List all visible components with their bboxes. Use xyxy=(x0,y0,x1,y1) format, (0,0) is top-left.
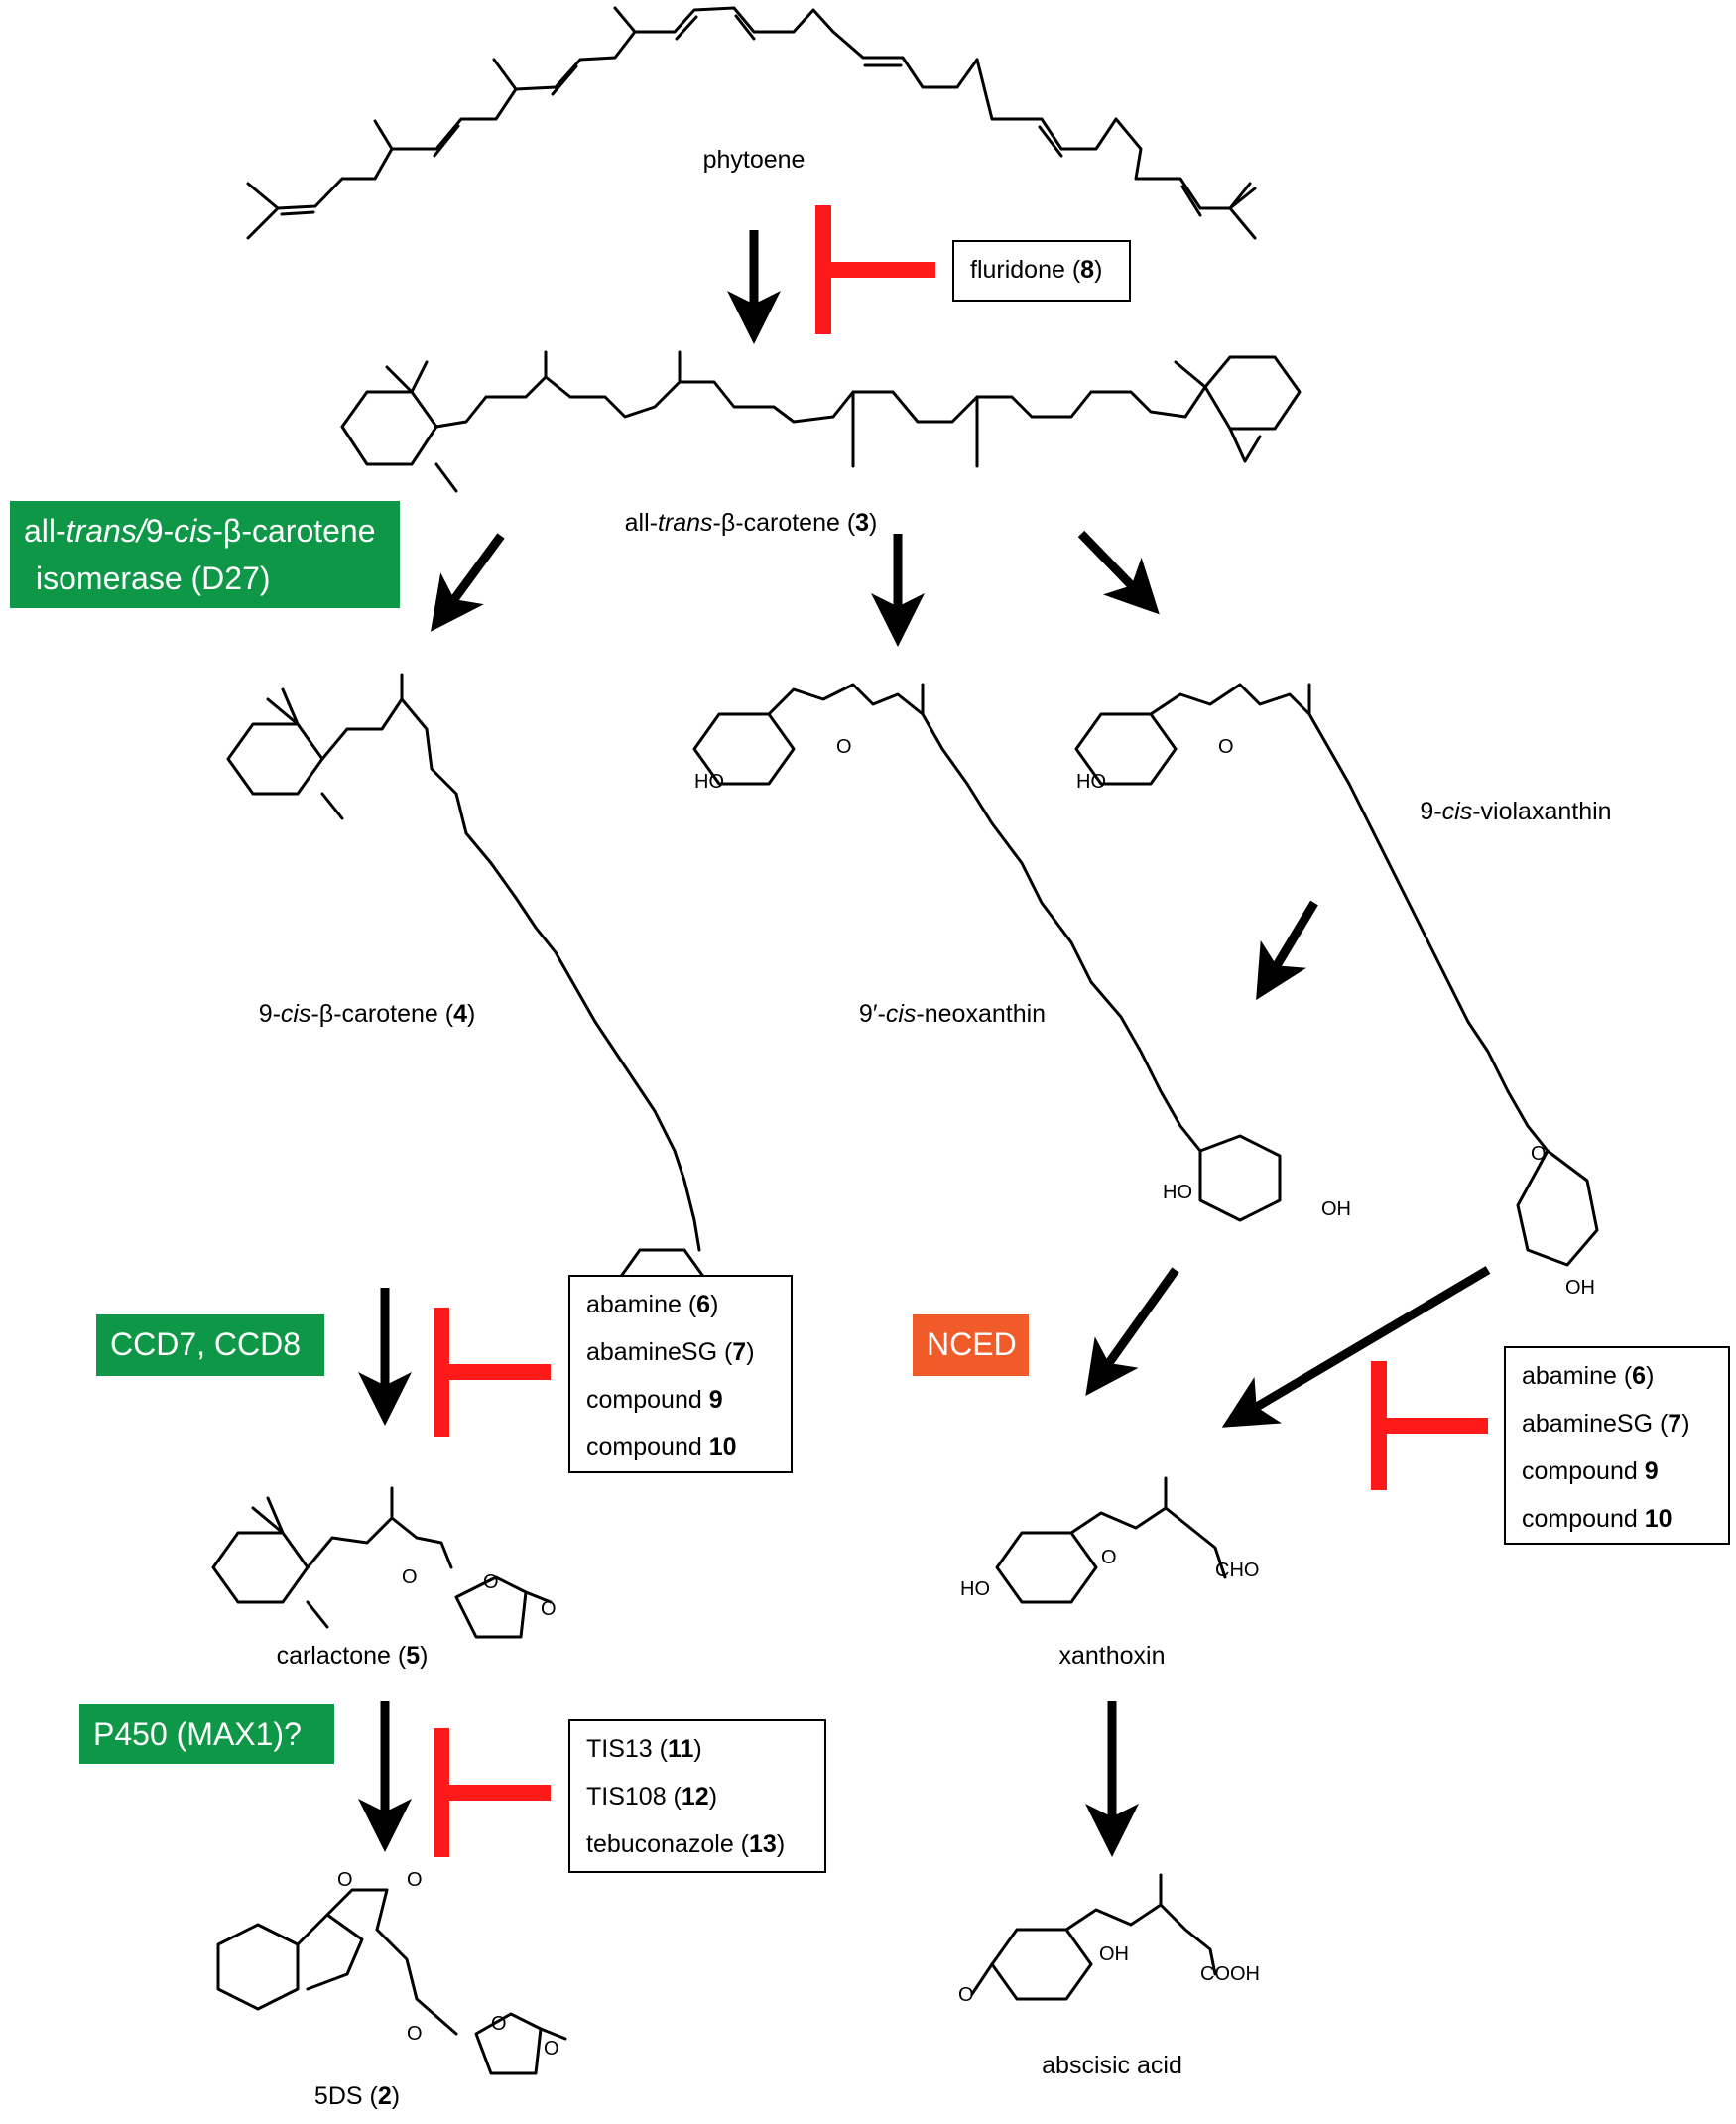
inhibitor-ccd-3: compound 9 xyxy=(586,1386,723,1414)
label-cis-beta-carotene: 9-cis-β-carotene (4) xyxy=(258,1000,476,1028)
atom-o-5ds-1: O xyxy=(337,1869,353,1891)
atom-o-carl-3: O xyxy=(541,1598,557,1620)
atom-cho-xan: CHO xyxy=(1215,1560,1260,1581)
phytoene-structure xyxy=(246,6,1257,240)
atom-o-5ds-5: O xyxy=(544,2038,559,2060)
label-beta-carotene: all-trans-β-carotene (3) xyxy=(624,509,878,537)
label-abscisic-acid: abscisic acid xyxy=(1042,2052,1182,2079)
atom-ho-xan: HO xyxy=(960,1578,990,1600)
enzyme-ccd7-ccd8: CCD7, CCD8 xyxy=(96,1314,324,1376)
inhibitor-p450-3: tebuconazole (13) xyxy=(586,1830,786,1858)
inhibitor-nced-4: compound 10 xyxy=(1522,1505,1673,1533)
inhibitor-box-fluridone: fluridone (8) xyxy=(952,240,1131,302)
cis-beta-carotene-structure xyxy=(226,673,711,1321)
inhibitor-box-nced: abamine (6) abamineSG (7) compound 9 com… xyxy=(1504,1346,1730,1545)
atom-ho-neo-end: HO xyxy=(1163,1182,1192,1203)
abscisic-acid-structure xyxy=(970,1873,1217,2001)
enzyme-nced: NCED xyxy=(913,1314,1029,1376)
label-violaxanthin: 9-cis-violaxanthin xyxy=(1420,798,1612,825)
atom-o-xan: O xyxy=(1101,1547,1117,1568)
atom-o-neo: O xyxy=(836,736,852,758)
label-neoxanthin: 9′-cis-neoxanthin xyxy=(858,1000,1047,1028)
enzyme-isomerase-d27: all-trans/9-cis-β-carotene isomerase (D2… xyxy=(10,501,400,608)
inhibitor-p450-1: TIS13 (11) xyxy=(586,1735,702,1763)
inhibitor-nced-2: abamineSG (7) xyxy=(1522,1410,1690,1437)
atom-o-vio: O xyxy=(1218,736,1234,758)
inhibitor-ccd-4: compound 10 xyxy=(586,1434,737,1461)
inhibitor-nced-3: compound 9 xyxy=(1522,1457,1659,1485)
atom-ho-vio: HO xyxy=(1076,771,1106,793)
arrow-violaxanthin-to-xanthoxin xyxy=(1221,1266,1491,1428)
inhibitor-ccd-1: abamine (6) xyxy=(586,1291,719,1318)
label-carlactone: carlactone (5) xyxy=(276,1642,429,1670)
inhibitor-nced-1: abamine (6) xyxy=(1522,1362,1655,1390)
atom-o-carl-1: O xyxy=(402,1566,418,1588)
arrow-carotene-to-cis xyxy=(431,533,505,632)
fiveds-structure xyxy=(216,1888,567,2075)
atom-o-5ds-2: O xyxy=(407,1869,423,1891)
atom-oh-neo-end: OH xyxy=(1321,1198,1351,1220)
atom-cooh-aba: COOH xyxy=(1200,1963,1260,1985)
inhibitor-box-p450: TIS13 (11) TIS108 (12) tebuconazole (13) xyxy=(568,1719,826,1873)
atom-o-vio-end: O xyxy=(1531,1143,1547,1165)
xanthoxin-structure xyxy=(995,1476,1227,1604)
arrow-neoxanthin-to-xanthoxin xyxy=(1085,1267,1179,1396)
label-phytoene: phytoene xyxy=(702,146,806,174)
atom-o-carl-2: O xyxy=(483,1571,499,1593)
inhibitor-ccd-2: abamineSG (7) xyxy=(586,1338,755,1366)
carlactone-structure xyxy=(211,1486,553,1639)
atom-oh-vio-end: OH xyxy=(1565,1277,1595,1299)
arrow-violaxanthin-to-neoxanthin xyxy=(1256,900,1318,1001)
atom-oh-aba: OH xyxy=(1099,1943,1129,1965)
label-xanthoxin: xanthoxin xyxy=(1058,1642,1166,1670)
atom-o-aba: O xyxy=(958,1984,974,2006)
inhibit-nced xyxy=(1371,1361,1488,1490)
label-fiveds: 5DS (2) xyxy=(313,2082,401,2110)
arrow-carotene-to-violaxanthin xyxy=(1077,530,1160,615)
enzyme-p450-max1: P450 (MAX1)? xyxy=(79,1704,334,1764)
violaxanthin-structure xyxy=(1074,683,1599,1267)
neoxanthin-structure xyxy=(692,683,1282,1222)
atom-o-5ds-4: O xyxy=(491,2013,507,2035)
inhibit-fluridone xyxy=(815,205,935,334)
atom-o-5ds-3: O xyxy=(407,2023,423,2045)
inhibitor-p450-2: TIS108 (12) xyxy=(586,1783,718,1811)
inhibit-ccd xyxy=(434,1308,551,1437)
inhibit-p450 xyxy=(434,1728,551,1857)
atom-ho-neo: HO xyxy=(694,771,724,793)
beta-carotene-structure xyxy=(340,350,1302,493)
inhibitor-box-ccd: abamine (6) abamineSG (7) compound 9 com… xyxy=(568,1275,793,1473)
